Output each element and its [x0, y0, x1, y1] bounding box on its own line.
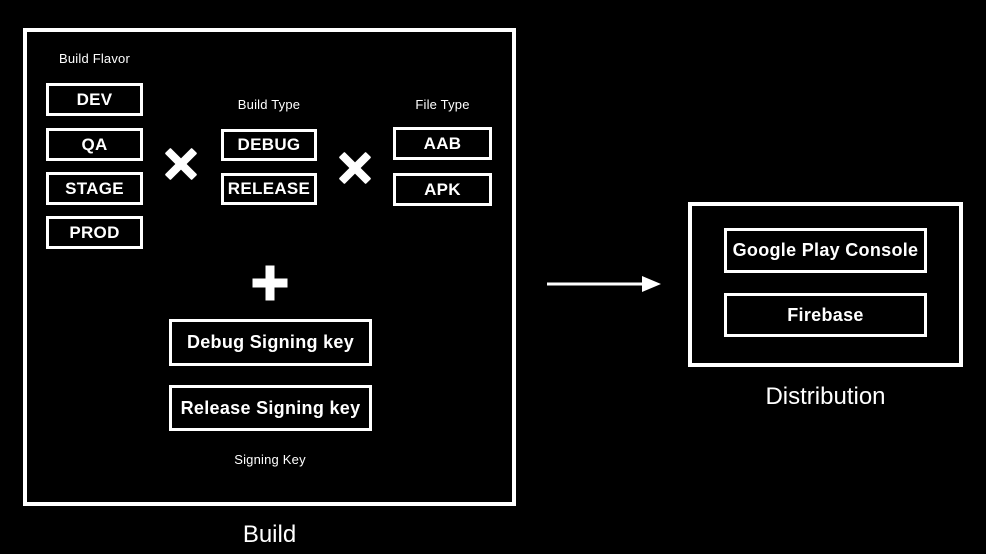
google-play-console-box: Google Play Console	[724, 228, 927, 273]
right-arrow-icon	[547, 276, 661, 292]
flavor-dev-box: DEV	[46, 83, 143, 116]
firebase-box: Firebase	[724, 293, 927, 337]
file-type-label: File Type	[415, 97, 470, 112]
flavor-qa-box: QA	[46, 128, 143, 161]
multiply-icon	[163, 146, 199, 182]
file-type-apk-box: APK	[393, 173, 492, 206]
distribution-group-box	[688, 202, 963, 367]
plus-icon	[252, 265, 288, 301]
build-title: Build	[242, 521, 297, 548]
build-type-label: Build Type	[237, 97, 301, 112]
build-type-release-box: RELEASE	[221, 173, 317, 205]
flavor-prod-box: PROD	[46, 216, 143, 249]
file-type-aab-box: AAB	[393, 127, 492, 160]
build-flavor-label: Build Flavor	[58, 51, 131, 66]
build-type-debug-box: DEBUG	[221, 129, 317, 161]
release-signing-key-box: Release Signing key	[169, 385, 372, 431]
signing-key-label: Signing Key	[234, 452, 306, 467]
distribution-title: Distribution	[765, 383, 886, 410]
flavor-stage-box: STAGE	[46, 172, 143, 205]
multiply-icon	[337, 150, 373, 186]
debug-signing-key-box: Debug Signing key	[169, 319, 372, 366]
